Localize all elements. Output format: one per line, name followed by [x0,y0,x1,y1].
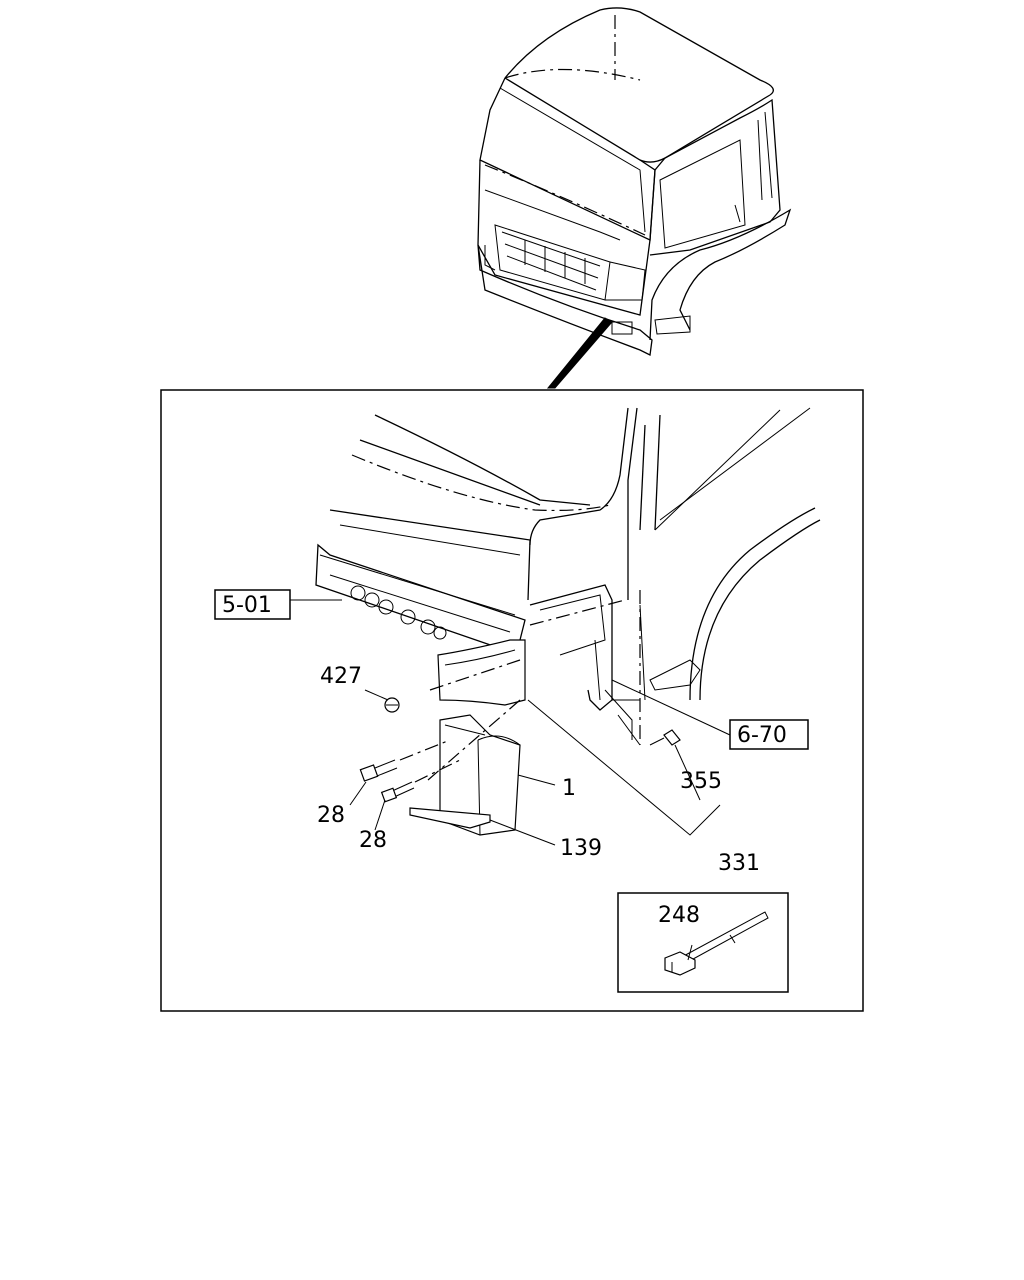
ref-box-6-70 [729,719,809,750]
ref-box-5-01 [214,589,291,620]
callout-28-upper: 28 [317,803,345,828]
callout-355: 355 [680,769,722,794]
bolt-28-a [359,764,379,782]
lower-step [409,807,491,829]
bolt-28-b [380,787,398,803]
inset-box [617,892,789,993]
callout-427: 427 [320,664,362,689]
callout-28-lower: 28 [359,828,387,853]
callout-248: 248 [658,903,700,928]
callout-331: 331 [718,851,760,876]
callout-1: 1 [562,776,576,801]
truck-cab-overview [477,7,792,389]
screw-355 [663,729,681,746]
detail-view [290,407,821,846]
callout-5-01: 5-01 [222,593,272,618]
callout-6-70: 6-70 [737,723,787,748]
detail-frame [160,389,864,1012]
callout-139: 139 [560,836,602,861]
cable-tie-248 [664,911,769,976]
